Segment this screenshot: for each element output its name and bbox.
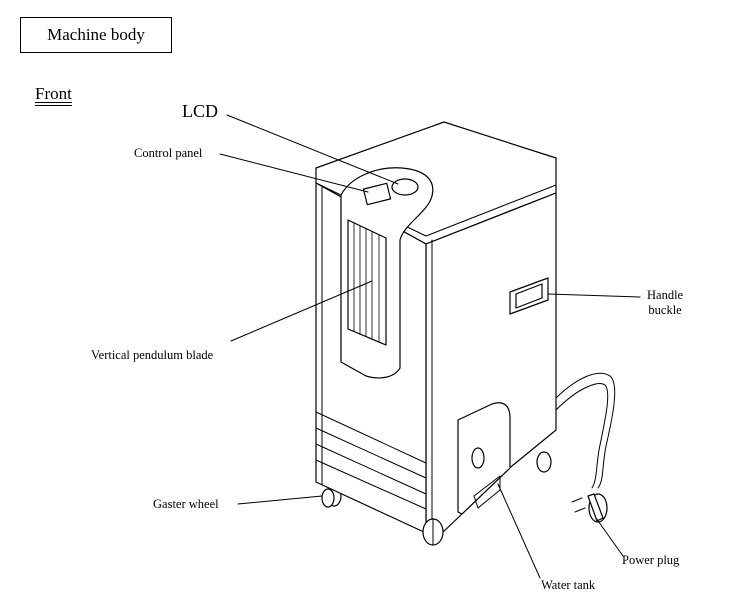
front-casters: [321, 488, 444, 546]
water-tank-label: Water tank: [541, 578, 596, 592]
control-panel-drawing: [362, 182, 392, 206]
power-plug-drawing: [571, 493, 608, 523]
machine-body-title-box: Machine body: [20, 17, 172, 53]
power-plug-label: Power plug: [622, 553, 680, 567]
handle-buckle-label-line1: Handle: [647, 288, 684, 302]
lcd-drawing: [391, 178, 419, 196]
handle-buckle-drawing: [509, 277, 549, 315]
gaster-wheel-label: Gaster wheel: [153, 497, 219, 511]
front-grille: [315, 411, 427, 510]
handle-buckle-label: Handle buckle: [647, 288, 683, 318]
lcd-label: LCD: [182, 101, 218, 121]
front-view-label: Front: [35, 84, 72, 103]
leader-lines: [219, 114, 641, 579]
control-panel-label: Control panel: [134, 146, 203, 160]
handle-buckle-label-line2: buckle: [648, 303, 682, 317]
vertical-pendulum-blade-label: Vertical pendulum blade: [91, 348, 214, 362]
water-tank-drawing: [457, 402, 511, 515]
vertical-pendulum-blade-drawing: [347, 219, 387, 346]
power-cord: [551, 372, 616, 489]
